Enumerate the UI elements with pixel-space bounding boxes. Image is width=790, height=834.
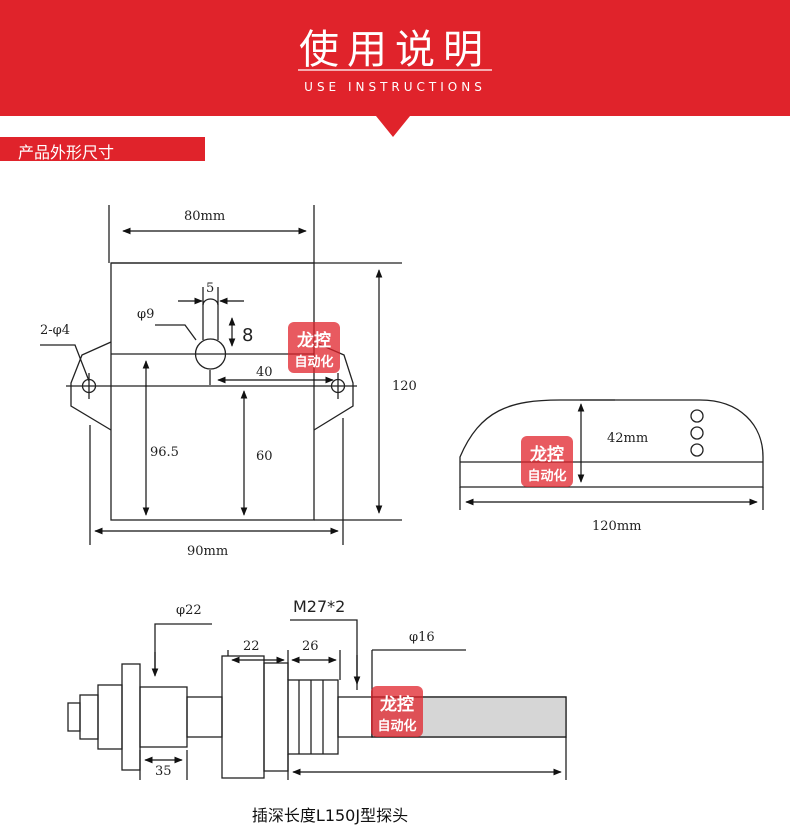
dim-flange-diameter: φ22 bbox=[176, 603, 202, 618]
side-view-dimensions bbox=[465, 403, 758, 506]
header-banner: 使用说明 USE INSTRUCTIONS bbox=[0, 0, 790, 137]
side-view bbox=[459, 399, 764, 510]
dim-hole-offset: 40 bbox=[256, 365, 273, 380]
section-heading-text: 产品外形尺寸 bbox=[18, 143, 115, 162]
dim-slot-diameter: φ9 bbox=[137, 307, 154, 322]
watermark-stamp: 龙控 自动化 bbox=[288, 322, 340, 373]
watermark-stamp: 龙控 自动化 bbox=[371, 686, 423, 737]
watermark-line2: 自动化 bbox=[377, 718, 416, 734]
dim-rod-diameter: φ16 bbox=[409, 630, 435, 645]
front-view-dimensions bbox=[94, 227, 383, 535]
page-title: 使用说明 bbox=[299, 27, 491, 73]
dim-left-height: 96.5 bbox=[150, 445, 179, 460]
dim-top-width: 80mm bbox=[184, 209, 225, 224]
watermark-stamp: 龙控 自动化 bbox=[521, 436, 573, 487]
dim-thread: M27*2 bbox=[293, 597, 345, 616]
dim-holes: 2-φ4 bbox=[40, 323, 70, 338]
front-view bbox=[40, 205, 402, 545]
dim-slot-width: 5 bbox=[206, 281, 214, 296]
probe-dimensions bbox=[144, 652, 562, 776]
dim-nut-width: 22 bbox=[243, 639, 260, 654]
watermark-line1: 龙控 bbox=[379, 694, 414, 715]
watermark-line1: 龙控 bbox=[296, 330, 331, 351]
watermark-line2: 自动化 bbox=[527, 468, 566, 484]
dim-slot-depth: 8 bbox=[242, 325, 253, 346]
dim-head-length: 35 bbox=[155, 764, 172, 779]
dim-side-width: 120mm bbox=[592, 519, 641, 534]
dim-side-height: 42mm bbox=[607, 431, 648, 446]
page-subtitle: USE INSTRUCTIONS bbox=[304, 80, 486, 94]
watermark-line1: 龙控 bbox=[529, 444, 564, 465]
dim-total-height: 120 bbox=[392, 379, 417, 394]
watermark-line2: 自动化 bbox=[294, 354, 333, 370]
banner-shape bbox=[0, 0, 790, 137]
dim-base-width: 90mm bbox=[187, 544, 228, 559]
dim-thread-length: 26 bbox=[302, 639, 319, 654]
section-heading: 产品外形尺寸 bbox=[0, 137, 205, 162]
dim-lower-height: 60 bbox=[256, 449, 273, 464]
probe-caption: 插深长度L150J型探头 bbox=[251, 806, 409, 825]
